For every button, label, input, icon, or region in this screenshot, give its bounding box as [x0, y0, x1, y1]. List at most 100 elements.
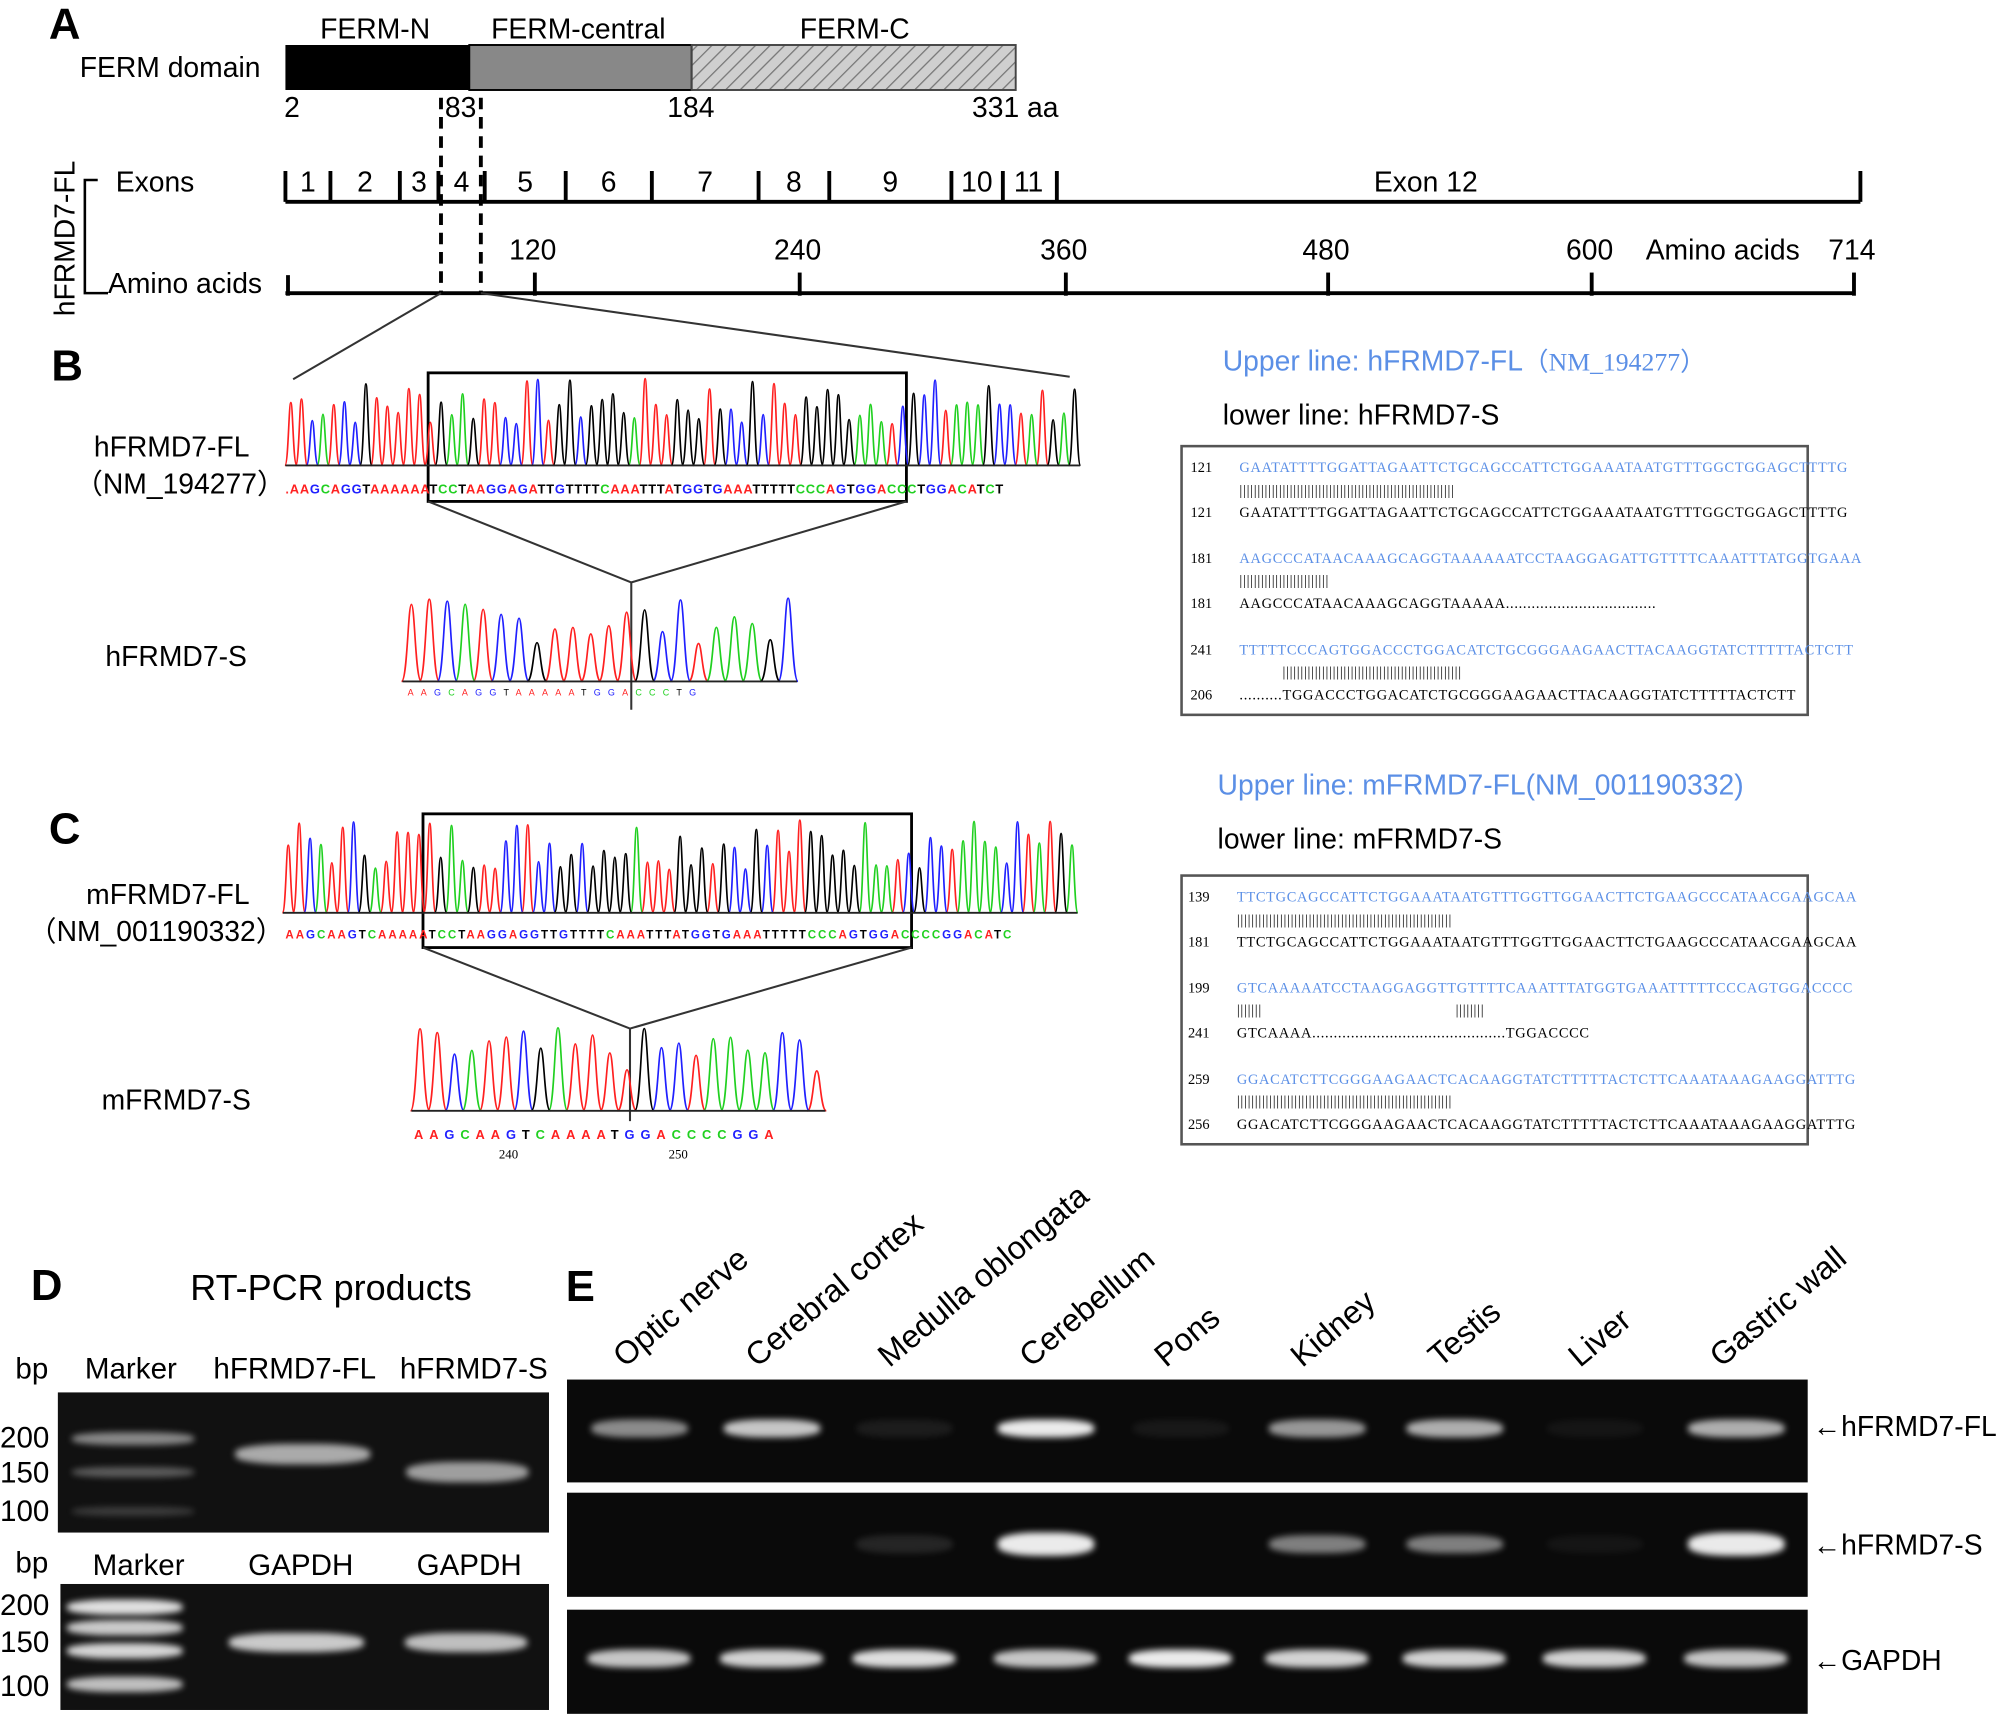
base-call: A: [337, 928, 348, 942]
mfrmd7-fl-accession: （NM_001190332）: [28, 915, 285, 948]
base-call: C: [438, 483, 449, 498]
match-bars: ||||||||||||||||||||||||||||||||||||||||…: [1236, 912, 1453, 928]
lane-label-hfrmd7-fl: hFRMD7-FL: [213, 1351, 377, 1385]
band-lane-1: [590, 1419, 688, 1438]
alignment-lower-row: 206..........TGGACCCTGGACATCTGCGGGAAGAAC…: [1191, 685, 1799, 708]
base-call: C: [686, 1128, 703, 1143]
base-call: A: [390, 483, 401, 498]
bp-label-2: bp: [15, 1545, 49, 1579]
marker-band: [66, 1599, 183, 1615]
lane-label-gapdh-1: GAPDH: [248, 1547, 354, 1582]
size-150-2: 150: [0, 1625, 50, 1659]
band-hfrmd7-s: [405, 1461, 528, 1483]
lower-sequence: ..........TGGACCCTGGACATCTGCGGGAAGAACTTA…: [1239, 687, 1797, 703]
base-call: T: [917, 483, 926, 498]
base-call: A: [327, 928, 338, 942]
base-call: C: [805, 483, 816, 498]
base-call: A: [876, 483, 888, 498]
ferm-c-label: FERM-C: [799, 12, 910, 45]
panel-label-e: E: [565, 1262, 595, 1312]
gel-row-label: ←hFRMD7-FL: [1812, 1410, 1997, 1443]
base-call: T: [429, 483, 439, 498]
base-call: T: [565, 483, 575, 498]
base-call: A: [378, 928, 389, 942]
base-call: T: [458, 483, 466, 498]
base-call: G: [868, 928, 880, 942]
base-call: A: [476, 483, 487, 498]
band-lane-9: [1687, 1532, 1784, 1556]
band-gapdh-1: [228, 1632, 364, 1652]
base-call: T: [778, 483, 788, 498]
exon-label: 3: [411, 165, 427, 198]
band-lane-8: [1542, 1649, 1646, 1668]
rt-pcr-title: RT-PCR products: [190, 1267, 472, 1308]
base-call: A: [413, 1128, 430, 1143]
tissue-label: Pons: [1147, 1299, 1227, 1375]
base-call: T: [780, 928, 790, 942]
base-call-sequence: AAGCAAGTCAAAATGGACCCCGGAAAGCAAGTCAAAATGG…: [414, 1129, 780, 1143]
upper-line-legend-c: Upper line: mFRMD7-FL(NM_001190332): [1217, 768, 1744, 801]
base-call: C: [815, 483, 826, 498]
alignment-match-row: ||||||||||||||||||||||||||||||||||||||||…: [1191, 662, 1799, 685]
trace-G: [436, 597, 799, 683]
base-call: A: [380, 483, 391, 498]
alignment-match-row: ||||||| ||||||||: [1188, 1001, 1799, 1024]
tissue-label: Cerebellum: [1012, 1240, 1162, 1375]
base-call: T: [787, 483, 796, 498]
lower-sequence: GAATATTTTGGATTAGAATTCTGCAGCCATTCTGGAAATA…: [1239, 505, 1849, 521]
trace-A: [400, 598, 710, 683]
base-call-sequence: AAGCAAGTCAAAAATCCTAAGGAGGTTGTTTTCAAATTTA…: [285, 928, 1013, 941]
band-lane-9: [1684, 1649, 1788, 1668]
base-call: C: [460, 1128, 476, 1143]
base-call: A: [555, 689, 569, 699]
band-lane-7: [1405, 1419, 1503, 1438]
base-call: T: [664, 928, 673, 942]
size-150-1: 150: [0, 1455, 50, 1489]
base-call: T: [994, 928, 1004, 942]
lower-line-legend-b: lower line: hFRMD7-S: [1222, 398, 1500, 431]
panel-label-b: B: [51, 341, 84, 391]
base-call: T: [798, 928, 808, 942]
base-call: A: [410, 483, 421, 498]
base-call: C: [316, 928, 328, 942]
base-call: T: [596, 928, 606, 942]
base-call: G: [558, 928, 570, 942]
base-call: G: [640, 1128, 657, 1143]
base-call: A: [420, 483, 430, 498]
exon-label: 1: [299, 165, 316, 198]
base-call: A: [626, 928, 637, 942]
size-200-2: 200: [0, 1587, 50, 1622]
base-call: G: [866, 483, 877, 498]
base-call: T: [681, 928, 691, 942]
base-call: C: [985, 483, 996, 498]
marker-band-150: [71, 1466, 194, 1478]
base-call: G: [519, 928, 531, 942]
marker-band: [66, 1619, 183, 1636]
base-call: G: [351, 483, 363, 498]
base-call: G: [486, 483, 497, 498]
base-call: T: [578, 928, 588, 942]
band-lane-4: [997, 1532, 1094, 1556]
gel-row-label: ←GAPDH: [1812, 1644, 1942, 1677]
base-call: A: [528, 689, 543, 699]
base-call: G: [748, 1128, 765, 1143]
base-call: A: [610, 483, 621, 498]
base-call: A: [566, 1128, 582, 1143]
base-call: A: [723, 483, 734, 498]
tissue-label: Optic nerve: [606, 1240, 756, 1375]
ferm-c-segment: [690, 44, 1017, 91]
alignment-match-row: ||||||||||||||||||||||||||||||||||||||||…: [1188, 1092, 1799, 1115]
position-number: 259: [1187, 1071, 1210, 1088]
base-call: A: [596, 1128, 611, 1143]
band-lane-5: [1128, 1649, 1232, 1668]
base-call: G: [942, 928, 954, 942]
base-call: C: [367, 928, 379, 942]
amino-acids-label-right: Amino acids: [1645, 233, 1800, 267]
exon-label: Exon 12: [1373, 165, 1478, 198]
exon-label: 4: [453, 165, 470, 198]
